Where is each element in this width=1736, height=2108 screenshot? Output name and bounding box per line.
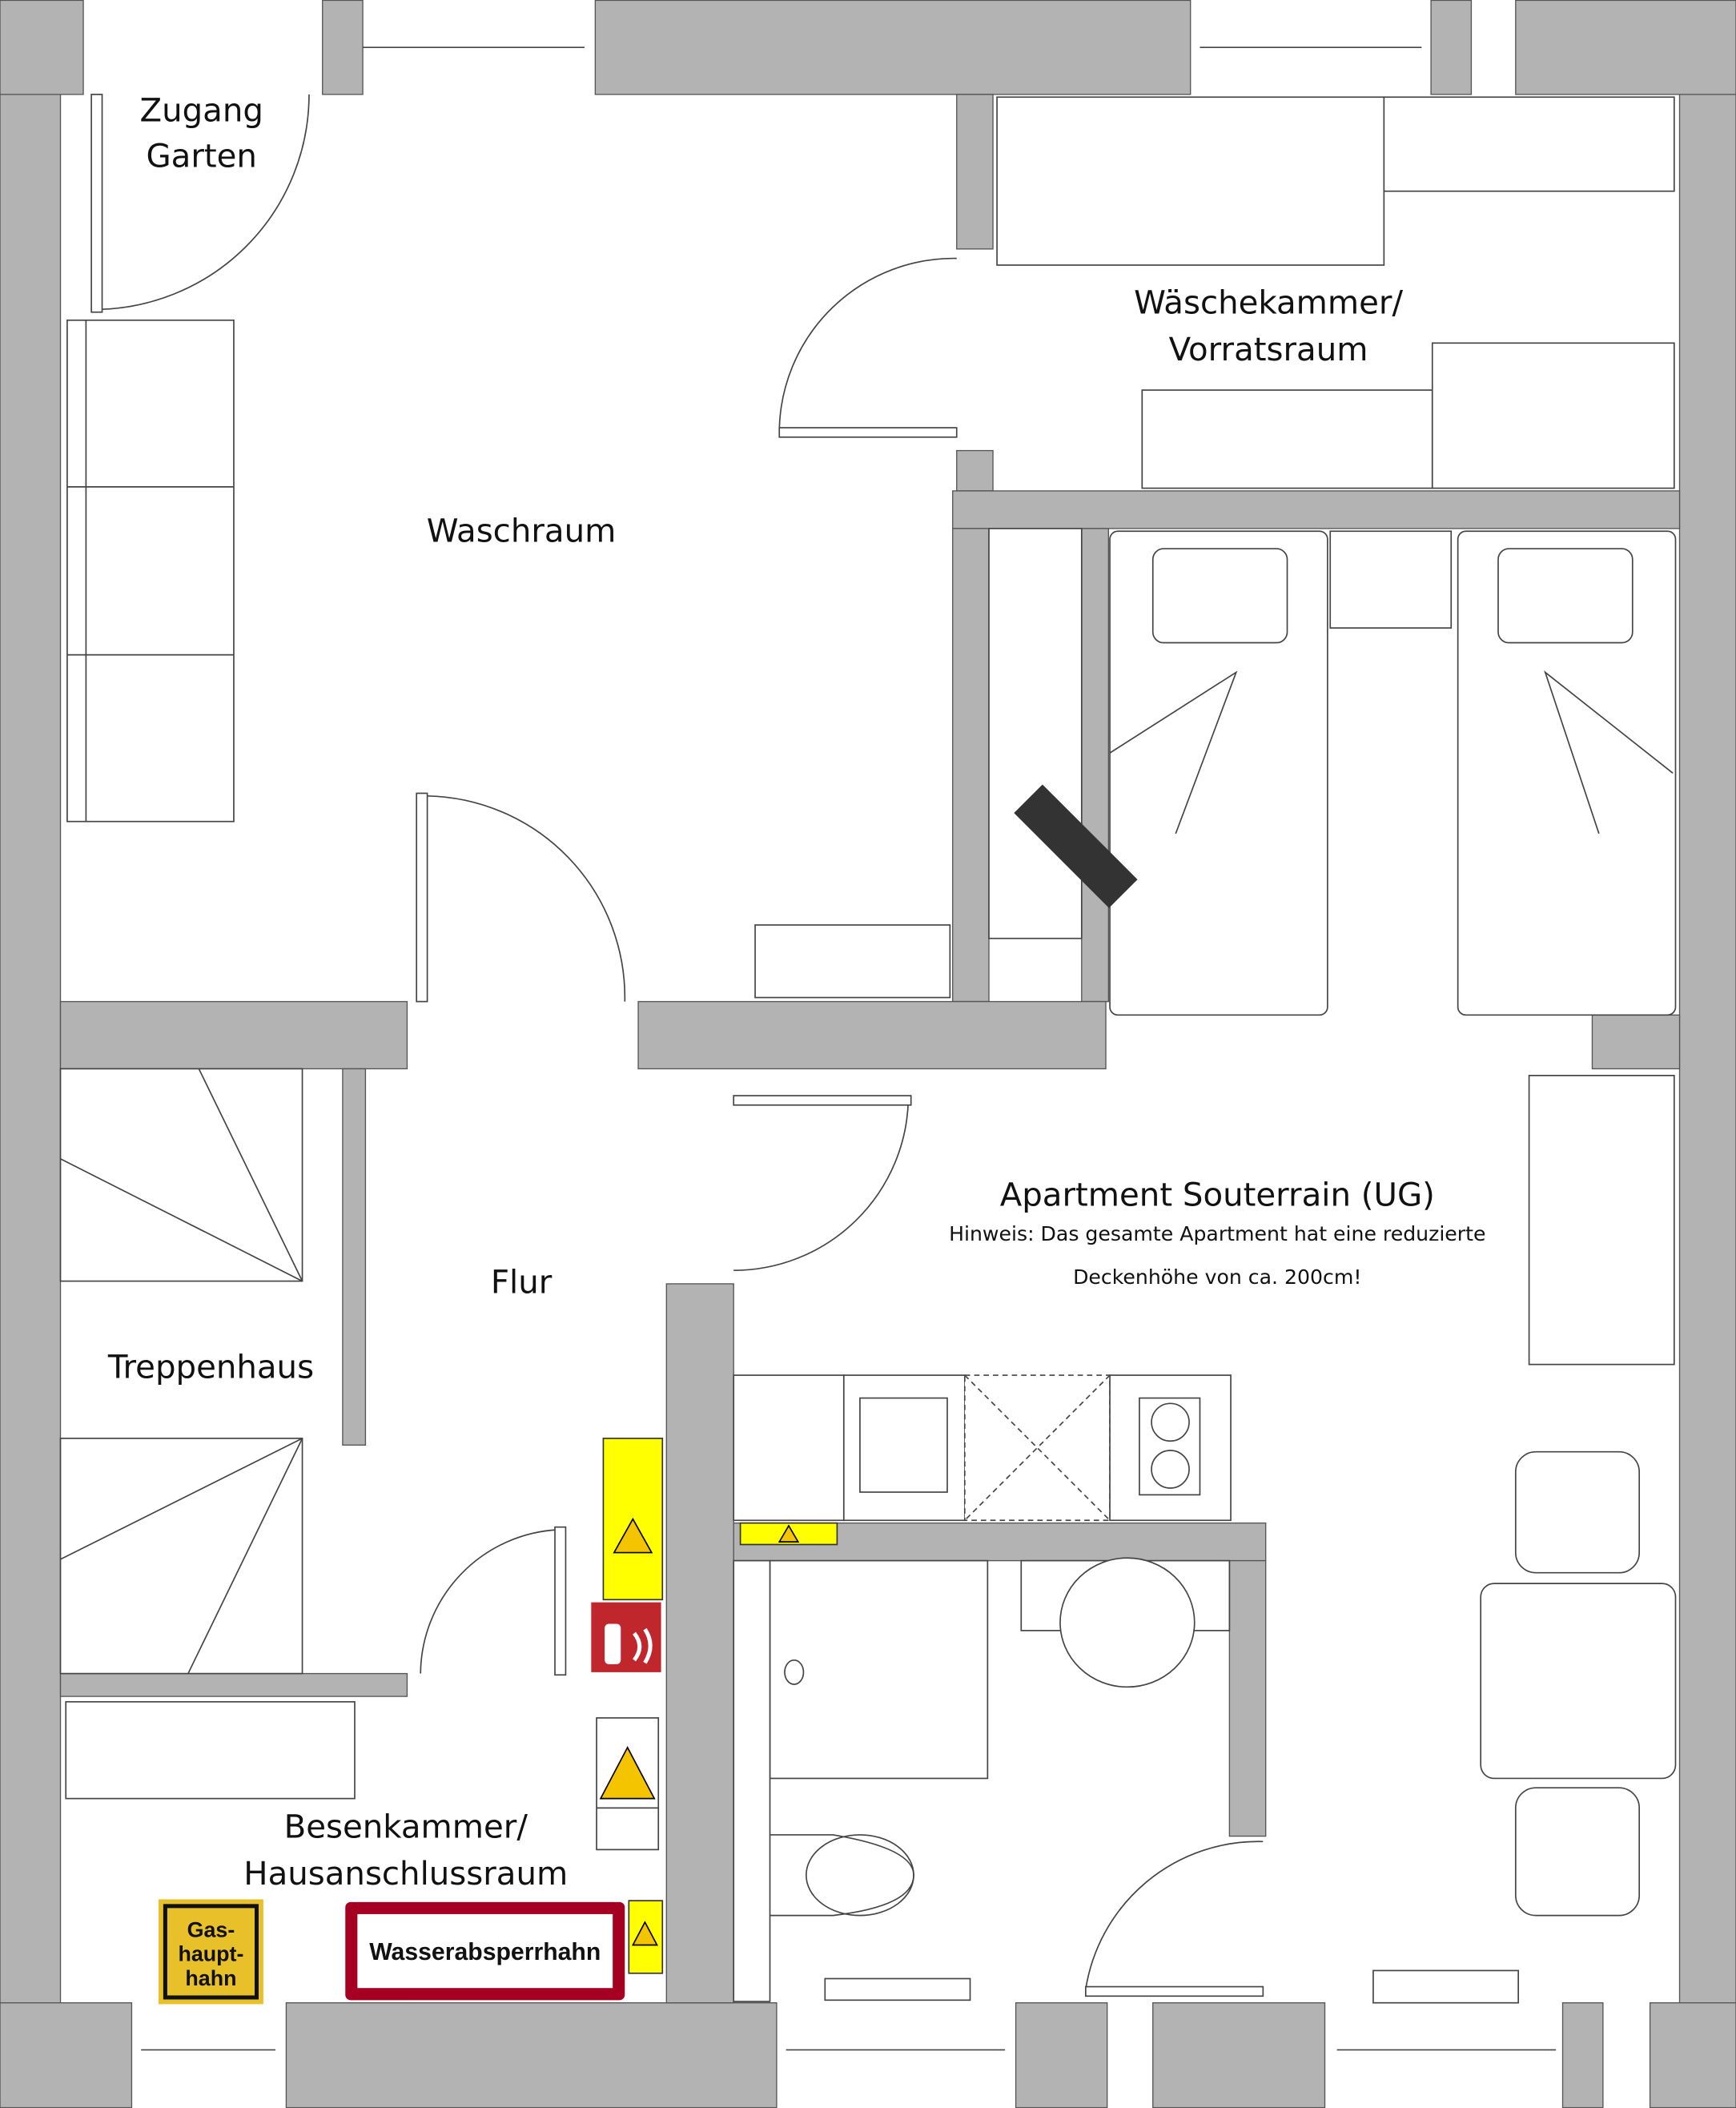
room-label-utility: Hausanschlussraum xyxy=(243,1856,568,1893)
shelf xyxy=(1383,96,1675,192)
wardrobe xyxy=(988,528,1083,939)
chair xyxy=(1514,1787,1641,1917)
room-label-linen-storage: Wäschekammer/ xyxy=(1134,284,1403,321)
table xyxy=(1480,1583,1677,1780)
washing-machines xyxy=(754,924,951,999)
high-voltage-icon xyxy=(613,1517,653,1554)
room-labels: Zugang Garten Waschraum Wäschekammer/ Vo… xyxy=(107,92,1486,1893)
pillow xyxy=(1497,548,1634,644)
shelf xyxy=(65,1700,356,1800)
fire-extinguisher-icon xyxy=(605,1623,621,1664)
room-label-hallway: Flur xyxy=(491,1265,553,1301)
chair xyxy=(1514,1450,1641,1574)
room-label-utility: Besenkammer/ xyxy=(284,1808,528,1845)
water-valve-sign-text: Wasserabsperrhahn xyxy=(369,1939,601,1965)
tv xyxy=(1014,784,1138,908)
high-voltage-icon xyxy=(778,1524,800,1543)
water-heater xyxy=(596,1717,660,1851)
shelf xyxy=(996,96,1385,266)
gas-valve-sign-line: Gas- xyxy=(187,1917,235,1941)
room-label-garden-access: Garten xyxy=(146,139,257,175)
electrical-panel xyxy=(602,1438,838,1974)
gas-valve-sign-line: hahn xyxy=(185,1966,236,1990)
stairs xyxy=(59,1068,303,1282)
sink xyxy=(1059,1557,1196,1688)
toilet xyxy=(805,1834,914,1917)
kitchen-cabinet xyxy=(733,1374,845,1522)
room-label-staircase: Treppenhaus xyxy=(107,1349,314,1386)
stairs xyxy=(59,1438,303,1675)
apartment-note: Hinweis: Das gesamte Apartment hat eine … xyxy=(949,1222,1485,1245)
nightstand xyxy=(1329,530,1453,629)
furniture xyxy=(59,96,1677,2004)
windows xyxy=(141,46,1557,2051)
room-label-garden-access: Zugang xyxy=(139,92,263,129)
gas-valve-sign: Gas- haupt- hahn xyxy=(159,1899,263,2005)
high-voltage-icon xyxy=(631,1921,658,1946)
hot-surface-warning-icon xyxy=(599,1746,656,1800)
apartment-note: Deckenhöhe von ca. 200cm! xyxy=(1073,1265,1361,1289)
room-label-apartment: Apartment Souterrain (UG) xyxy=(1000,1177,1435,1214)
doors xyxy=(90,94,1264,1997)
water-valve-sign: Wasserabsperrhahn xyxy=(345,1901,625,2001)
bed xyxy=(1109,530,1328,1016)
room-label-laundry: Waschraum xyxy=(427,513,617,550)
bed xyxy=(1457,530,1677,1016)
shower xyxy=(769,1559,989,1780)
wardrobe xyxy=(1528,1075,1675,1366)
flame-icon xyxy=(632,1627,653,1664)
shelf xyxy=(1141,389,1433,489)
pillow xyxy=(1151,548,1288,644)
fire-extinguisher-sign xyxy=(591,1602,661,1672)
gas-valve-sign-line: haupt- xyxy=(178,1942,243,1966)
shelf xyxy=(1431,342,1675,489)
room-label-linen-storage: Vorratsraum xyxy=(1169,332,1368,368)
cabinet xyxy=(66,319,235,823)
